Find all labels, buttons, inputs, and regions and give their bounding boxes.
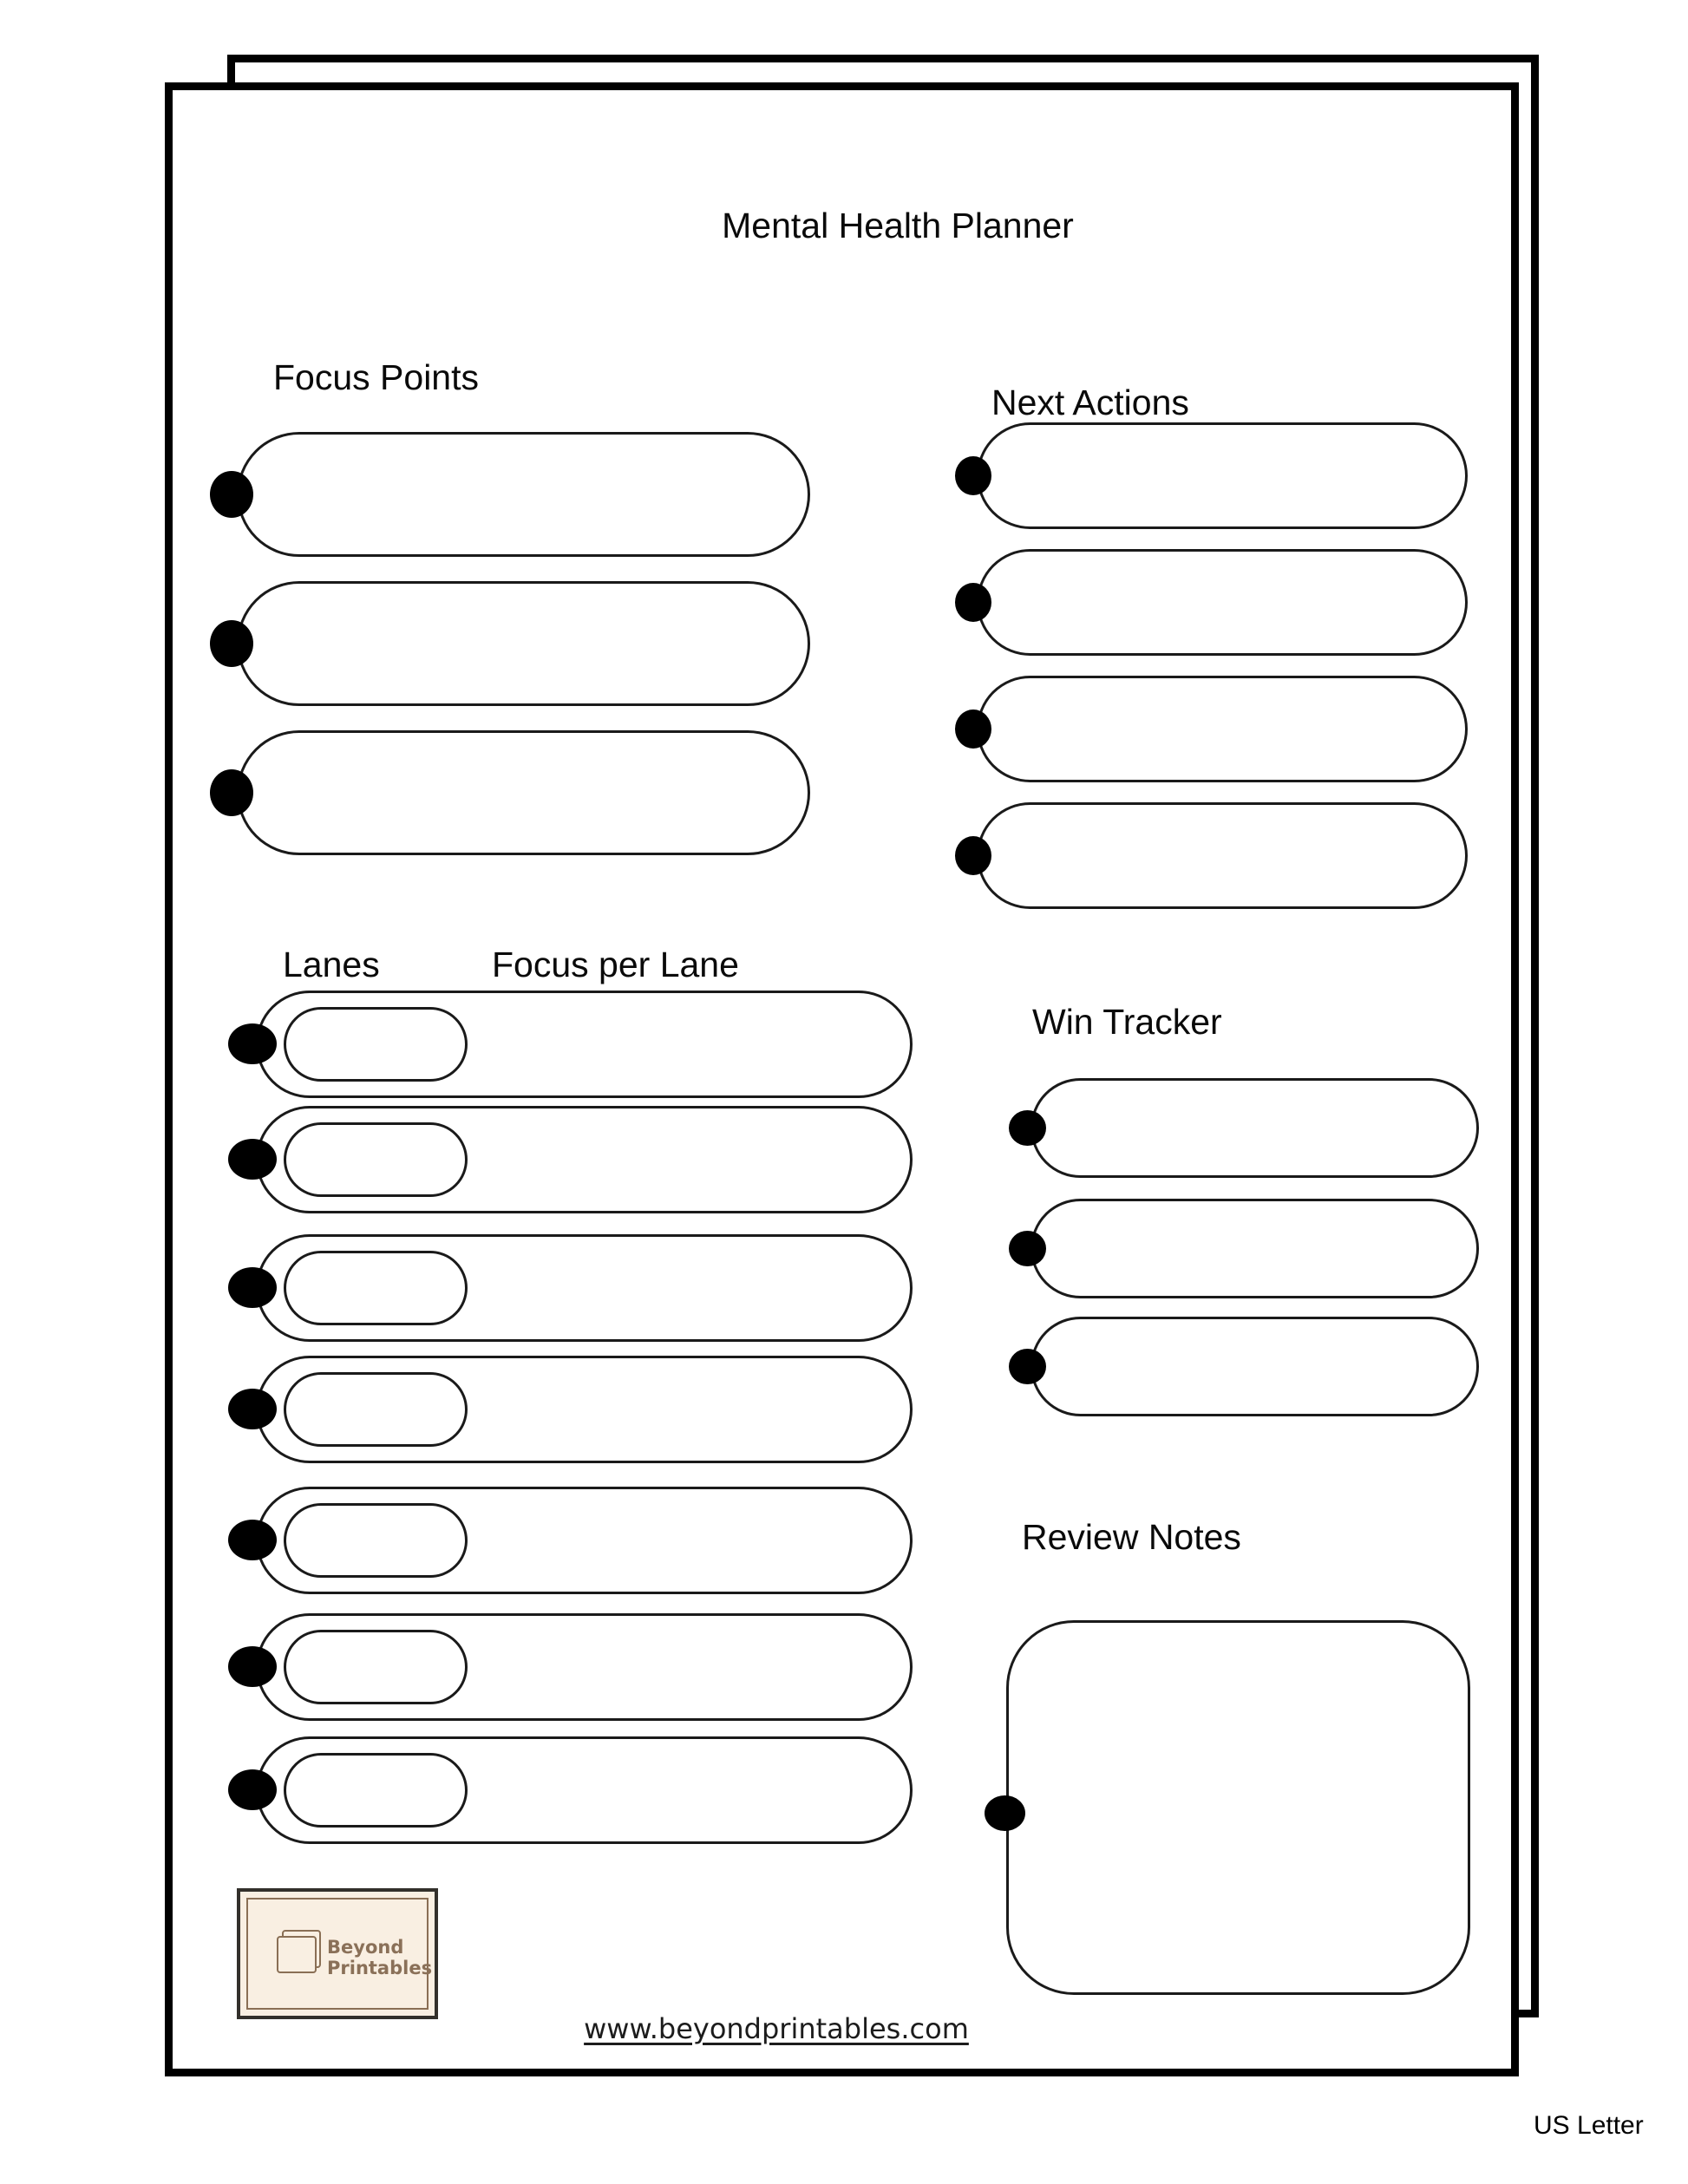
win-field-3 xyxy=(1030,1317,1479,1416)
next-action-field-4 xyxy=(977,802,1468,909)
lane-bullet-dot-6 xyxy=(228,1646,277,1687)
focus-bullet-dot-2 xyxy=(210,620,253,667)
next-action-field-1 xyxy=(977,422,1468,529)
lane-name-field-6 xyxy=(284,1630,468,1704)
next-action-bullet-dot-3 xyxy=(955,709,991,749)
next-action-field-3 xyxy=(977,676,1468,782)
next-action-bullet-dot-2 xyxy=(955,583,991,622)
website-url-link[interactable]: www.beyondprintables.com xyxy=(584,2012,969,2045)
next-action-field-2 xyxy=(977,549,1468,656)
win-bullet-dot-1 xyxy=(1009,1110,1046,1146)
lane-name-field-3 xyxy=(284,1251,468,1325)
focus-bullet-dot-3 xyxy=(210,769,253,816)
focus-field-1 xyxy=(237,432,810,557)
logo-word-line2: Printables xyxy=(327,1958,433,1978)
win-bullet-dot-2 xyxy=(1009,1231,1046,1266)
lane-bullet-dot-5 xyxy=(228,1520,277,1560)
next-actions-heading: Next Actions xyxy=(991,383,1189,422)
lane-bullet-dot-1 xyxy=(228,1023,277,1064)
logo-inner-frame xyxy=(246,1898,429,2010)
focus-field-3 xyxy=(237,730,810,855)
logo-wordmark: Beyond Printables xyxy=(327,1937,432,1978)
win-tracker-heading: Win Tracker xyxy=(1032,1002,1222,1042)
review-notes-heading: Review Notes xyxy=(1022,1517,1241,1557)
win-field-1 xyxy=(1030,1078,1479,1178)
lane-name-field-7 xyxy=(284,1753,468,1828)
focus-field-2 xyxy=(237,581,810,706)
lane-name-field-2 xyxy=(284,1122,468,1197)
lane-bullet-dot-3 xyxy=(228,1267,277,1308)
next-action-bullet-dot-4 xyxy=(955,836,991,875)
next-action-bullet-dot-1 xyxy=(955,456,991,495)
page-title: Mental Health Planner xyxy=(722,206,1074,245)
beyond-printables-logo: Beyond Printables xyxy=(237,1888,438,2019)
lane-bullet-dot-7 xyxy=(228,1769,277,1810)
logo-word-line1: Beyond xyxy=(327,1937,404,1958)
stacked-pages-icon-front xyxy=(277,1936,317,1973)
lane-bullet-dot-2 xyxy=(228,1139,277,1180)
paper-size-label: US Letter xyxy=(1534,2111,1644,2140)
lane-name-field-5 xyxy=(284,1503,468,1578)
review-notes-bullet-dot xyxy=(985,1795,1025,1831)
review-notes-field xyxy=(1006,1620,1470,1995)
lane-name-field-1 xyxy=(284,1007,468,1082)
lanes-heading: Lanes xyxy=(283,945,380,984)
focus-bullet-dot-1 xyxy=(210,471,253,518)
lane-name-field-4 xyxy=(284,1372,468,1447)
focus-per-lane-heading: Focus per Lane xyxy=(492,945,739,984)
lane-bullet-dot-4 xyxy=(228,1389,277,1429)
win-bullet-dot-3 xyxy=(1009,1349,1046,1384)
focus-points-heading: Focus Points xyxy=(273,357,479,397)
win-field-2 xyxy=(1030,1199,1479,1298)
